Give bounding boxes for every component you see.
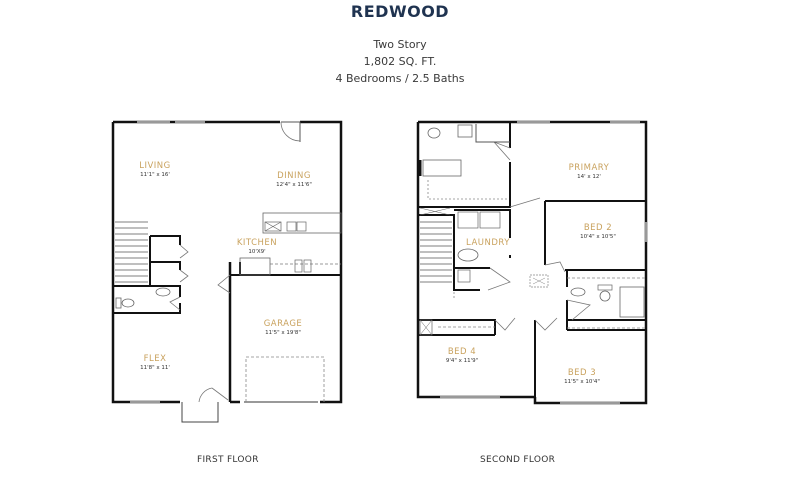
room-flex: FLEX <box>144 354 167 364</box>
second-floor-plan <box>416 120 648 405</box>
room-living: LIVING <box>139 161 171 171</box>
room-laundry: LAUNDRY <box>466 238 510 248</box>
first-floor-plan <box>111 120 343 423</box>
room-primary: PRIMARY <box>569 163 610 173</box>
svg-text:11'8" x 11': 11'8" x 11' <box>140 365 170 371</box>
svg-text:11'5" x 19'8": 11'5" x 19'8" <box>265 330 301 336</box>
plan-title: REDWOOD <box>350 2 450 21</box>
first-floor-label: FIRST FLOOR <box>197 455 259 465</box>
room-dining: DINING <box>277 171 311 181</box>
svg-text:10'X9': 10'X9' <box>248 249 265 255</box>
svg-text:9'4" x 11'9": 9'4" x 11'9" <box>446 358 478 364</box>
beds-baths-text: 4 Bedrooms / 2.5 Baths <box>335 72 465 85</box>
svg-text:10'4" x 10'5": 10'4" x 10'5" <box>580 234 616 240</box>
svg-text:11'1" x 16': 11'1" x 16' <box>140 172 170 178</box>
svg-text:14' x 12': 14' x 12' <box>577 174 601 180</box>
sqft-text: 1,802 SQ. FT. <box>363 55 437 68</box>
room-kitchen: KITCHEN <box>237 238 277 248</box>
svg-text:12'4" x 11'6": 12'4" x 11'6" <box>276 182 312 188</box>
room-bed-3: BED 3 <box>568 368 596 378</box>
second-floor-label: SECOND FLOOR <box>480 455 556 465</box>
stories-text: Two Story <box>373 38 427 51</box>
room-bed-2: BED 2 <box>584 223 612 233</box>
svg-text:11'5" x 10'4": 11'5" x 10'4" <box>564 379 600 385</box>
room-bed-4: BED 4 <box>448 347 476 357</box>
room-garage: GARAGE <box>264 319 303 329</box>
